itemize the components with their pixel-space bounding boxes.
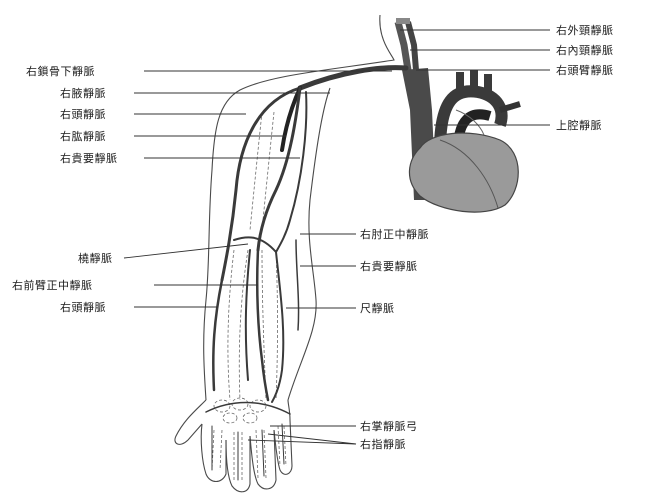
right-labels: 右外頸靜脈 右內頸靜脈 右頭臂靜脈 上腔靜脈 右肘正中靜脈 右貴要靜脈 尺靜脈 … (360, 23, 614, 451)
label-axillary-vein: 右腋靜脈 (60, 86, 106, 100)
label-superior-vena-cava: 上腔靜脈 (556, 118, 602, 132)
label-radial-vein: 橈靜脈 (78, 251, 113, 265)
arm-outline (174, 14, 395, 493)
label-internal-jugular-vein: 右內頸靜脈 (556, 43, 614, 57)
label-palmar-venous-arch: 右掌靜脈弓 (360, 419, 418, 433)
label-subclavian-vein: 右鎖骨下靜脈 (26, 64, 95, 78)
label-median-antebrachial-vein: 右前臂正中靜脈 (12, 278, 93, 292)
label-brachiocephalic-vein: 右頭臂靜脈 (556, 63, 614, 77)
label-basilic-vein-lower: 右貴要靜脈 (360, 259, 418, 273)
arm-bones (211, 111, 287, 482)
label-basilic-vein-upper: 右貴要靜脈 (60, 151, 118, 165)
heart-illustration (394, 18, 521, 213)
label-cephalic-vein-lower: 右頭靜脈 (60, 300, 106, 314)
left-labels: 右鎖骨下靜脈 右腋靜脈 右頭靜脈 右肱靜脈 右貴要靜脈 橈靜脈 右前臂正中靜脈 … (12, 64, 118, 314)
label-digital-veins: 右指靜脈 (360, 437, 406, 451)
vein-network (205, 65, 409, 481)
label-ulnar-vein: 尺靜脈 (360, 301, 395, 315)
left-leader-lines (123, 70, 392, 308)
label-median-cubital-vein: 右肘正中靜脈 (360, 227, 429, 241)
label-external-jugular-vein: 右外頸靜脈 (556, 23, 614, 37)
right-leader-lines (247, 29, 550, 445)
label-brachial-vein: 右肱靜脈 (60, 129, 106, 143)
label-cephalic-vein-upper: 右頭靜脈 (60, 107, 106, 121)
